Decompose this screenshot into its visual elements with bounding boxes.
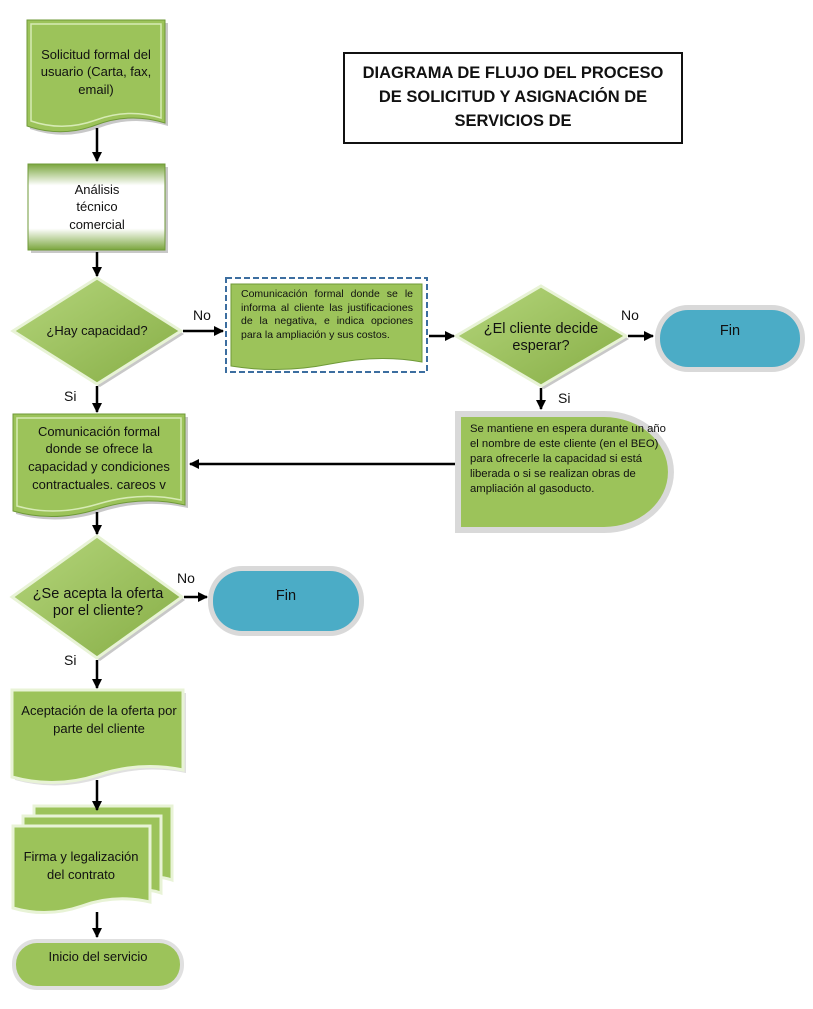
node-comunicacion-negativa-shape bbox=[225, 277, 428, 373]
node-cliente-espera-label: ¿El cliente decide esperar? bbox=[483, 320, 599, 354]
edge-label-capacidad-no: No bbox=[193, 307, 211, 323]
node-analisis-shape bbox=[27, 163, 168, 253]
node-comunicacion-negativa-label: Comunicación formal donde se le informa … bbox=[241, 288, 413, 341]
edge-label-capacidad-si: Si bbox=[64, 388, 77, 404]
node-cliente-espera-shape bbox=[453, 284, 629, 389]
node-fin-2-shape bbox=[208, 566, 364, 636]
edge-label-oferta-no: No bbox=[177, 570, 195, 586]
node-comunicacion-oferta-shape bbox=[12, 413, 188, 520]
node-fin-2-label: Fin bbox=[275, 588, 297, 605]
node-espera-shape bbox=[455, 411, 674, 533]
node-analisis-label: Análisis técnico comercial bbox=[69, 181, 125, 232]
connector-arrows bbox=[92, 128, 654, 938]
node-inicio-label: Inicio del servicio bbox=[48, 949, 148, 965]
edge-label-espera-si: Si bbox=[558, 390, 571, 406]
node-comunicacion-oferta-label: Comunicación formal donde se ofrece la c… bbox=[28, 423, 170, 492]
node-solicitud-label: Solicitud formal del usuario (Carta, fax… bbox=[40, 46, 152, 97]
node-hay-capacidad-shape bbox=[10, 276, 184, 387]
node-solicitud-shape bbox=[26, 19, 168, 135]
node-acepta-oferta-shape bbox=[9, 534, 185, 661]
edge-label-oferta-si: Si bbox=[64, 652, 77, 668]
node-firma-shape bbox=[11, 804, 174, 915]
node-fin-1-label: Fin bbox=[719, 323, 741, 340]
node-aceptacion-shape bbox=[10, 688, 186, 786]
node-acepta-oferta-label: ¿Se acepta la oferta por el cliente? bbox=[32, 585, 164, 619]
edge-label-espera-no: No bbox=[621, 307, 639, 323]
node-aceptacion-label: Aceptación de la oferta por parte del cl… bbox=[21, 703, 177, 736]
node-hay-capacidad-label: ¿Hay capacidad? bbox=[46, 323, 148, 339]
node-espera-label: Se mantiene en espera durante un año el … bbox=[470, 423, 666, 495]
diagram-title: DIAGRAMA DE FLUJO DEL PROCESO DE SOLICIT… bbox=[343, 52, 683, 144]
node-firma-label: Firma y legalización del contrato bbox=[23, 849, 139, 882]
node-fin-1-shape bbox=[655, 305, 805, 372]
node-inicio-shape bbox=[12, 939, 184, 990]
